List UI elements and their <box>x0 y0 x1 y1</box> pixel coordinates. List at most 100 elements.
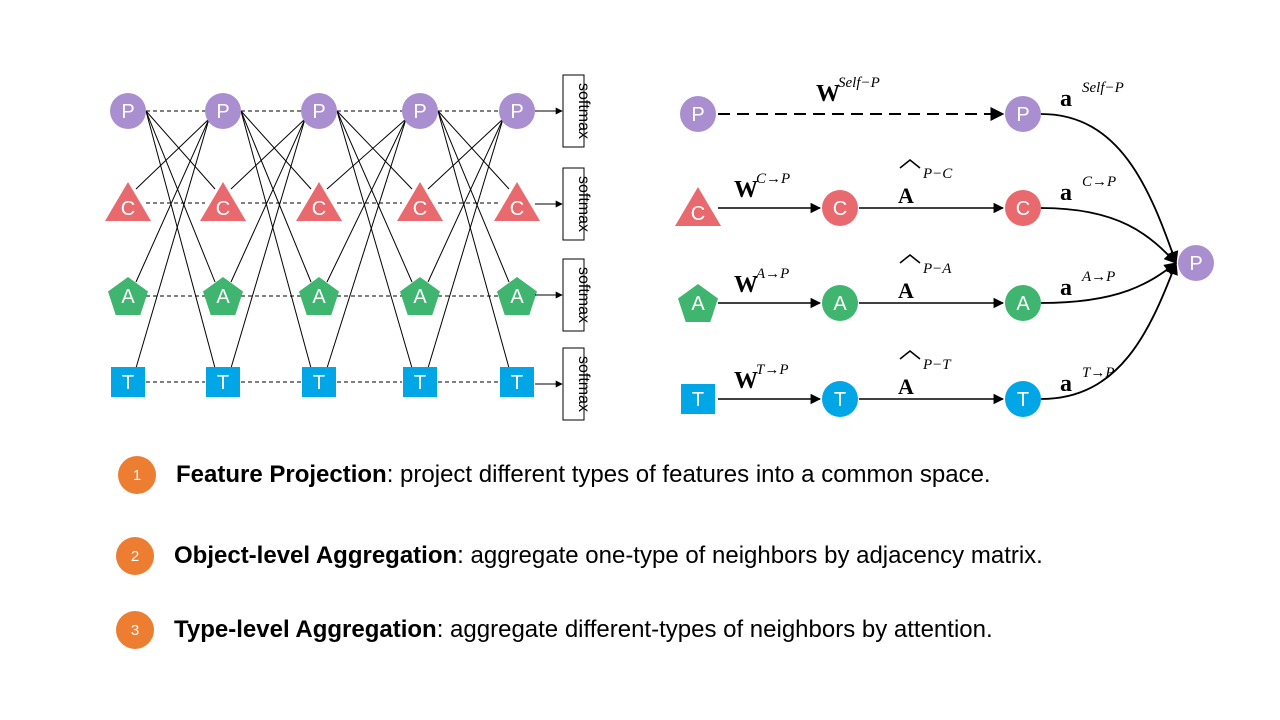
cross-type-link <box>326 118 407 283</box>
node-triangle <box>494 182 540 221</box>
node-pentagon <box>108 277 148 315</box>
cross-type-link <box>240 110 312 283</box>
source-node-c: C <box>675 187 721 226</box>
node-triangle <box>397 182 443 221</box>
node-label: C <box>510 198 524 220</box>
attention-link <box>1040 261 1178 400</box>
hat-mark <box>899 159 921 169</box>
attention-link <box>1040 113 1179 265</box>
adjacency-symbol: A <box>898 183 914 208</box>
node-label: T <box>511 372 523 394</box>
node-label: A <box>216 286 230 308</box>
node-c-2: C <box>296 182 342 221</box>
node-p-4: P <box>499 93 535 129</box>
source-node-t: T <box>681 384 715 414</box>
aggregated-node-p: P <box>1005 96 1041 132</box>
softmax-rect <box>562 258 585 332</box>
cross-type-link <box>230 118 306 369</box>
cross-type-link <box>135 118 210 190</box>
math-symbol: a <box>1060 371 1072 397</box>
node-label: A <box>121 286 135 308</box>
node-label: T <box>313 372 325 394</box>
node-c-3: C <box>397 182 443 221</box>
node-circle <box>1005 381 1041 417</box>
node-p-0: P <box>110 93 146 129</box>
node-a-4: A <box>497 277 537 315</box>
cross-type-link <box>145 110 216 369</box>
projection-weight-label: WT→P <box>734 362 789 394</box>
math-symbol: a <box>1060 275 1072 301</box>
node-label: T <box>414 372 426 394</box>
node-c-0: C <box>105 182 151 221</box>
node-label: A <box>691 293 705 315</box>
node-label: T <box>692 389 704 411</box>
node-label: A <box>833 293 847 315</box>
node-label: C <box>833 198 847 220</box>
node-a-1: A <box>203 277 243 315</box>
node-triangle <box>200 182 246 221</box>
node-square <box>206 367 240 397</box>
node-p-1: P <box>205 93 241 129</box>
cross-type-link <box>336 110 413 283</box>
math-superscript: A→P <box>755 266 789 282</box>
softmax-box-a: softmax <box>562 258 592 332</box>
math-symbol: a <box>1060 180 1072 206</box>
cross-type-link <box>230 118 306 283</box>
node-circle <box>205 93 241 129</box>
aggregated-node-c: C <box>1005 190 1041 226</box>
adjacency-label: AP−T <box>898 350 952 399</box>
final-node-p: P <box>1178 245 1214 281</box>
node-label: T <box>1017 389 1029 411</box>
node-square <box>111 367 145 397</box>
node-p-3: P <box>402 93 438 129</box>
softmax-label: softmax <box>575 176 592 232</box>
node-t-2: T <box>302 367 336 397</box>
mid-node-a: A <box>822 285 858 321</box>
math-symbol: W <box>734 368 758 394</box>
cross-type-link <box>135 118 210 369</box>
adjacency-label: A P−C <box>898 159 953 208</box>
node-circle <box>402 93 438 129</box>
node-label: A <box>413 286 427 308</box>
node-label: C <box>413 198 427 220</box>
node-label: C <box>691 203 705 225</box>
cross-type-link <box>336 110 413 369</box>
attention-link <box>1040 207 1177 264</box>
cross-type-link <box>427 118 504 283</box>
node-circle <box>1005 96 1041 132</box>
node-label: T <box>122 372 134 394</box>
adjacency-superscript: P−A <box>922 261 952 277</box>
cross-type-link <box>326 118 407 190</box>
math-symbol: W <box>734 177 758 203</box>
adjacency-superscript: P−C <box>922 166 953 182</box>
math-symbol: W <box>734 272 758 298</box>
node-label: C <box>121 198 135 220</box>
node-c-1: C <box>200 182 246 221</box>
node-triangle <box>296 182 342 221</box>
node-t-1: T <box>206 367 240 397</box>
node-a-2: A <box>299 277 339 315</box>
node-label: C <box>1016 198 1030 220</box>
node-circle <box>301 93 337 129</box>
node-a-3: A <box>400 277 440 315</box>
node-label: A <box>312 286 326 308</box>
attention-weight-label: a A→P <box>1060 269 1115 301</box>
node-label: P <box>121 101 134 123</box>
node-label: A <box>510 286 524 308</box>
softmax-rect <box>562 347 585 421</box>
node-label: T <box>834 389 846 411</box>
math-superscript: A→P <box>1081 269 1115 285</box>
node-label: C <box>312 198 326 220</box>
softmax-label: softmax <box>575 83 592 139</box>
node-label: P <box>691 104 704 126</box>
softmax-label: softmax <box>575 356 592 412</box>
cross-type-link <box>437 110 510 369</box>
softmax-box-t: softmax <box>562 347 592 421</box>
cross-type-link <box>240 110 312 190</box>
cross-type-link <box>145 110 216 190</box>
node-label: P <box>510 101 523 123</box>
